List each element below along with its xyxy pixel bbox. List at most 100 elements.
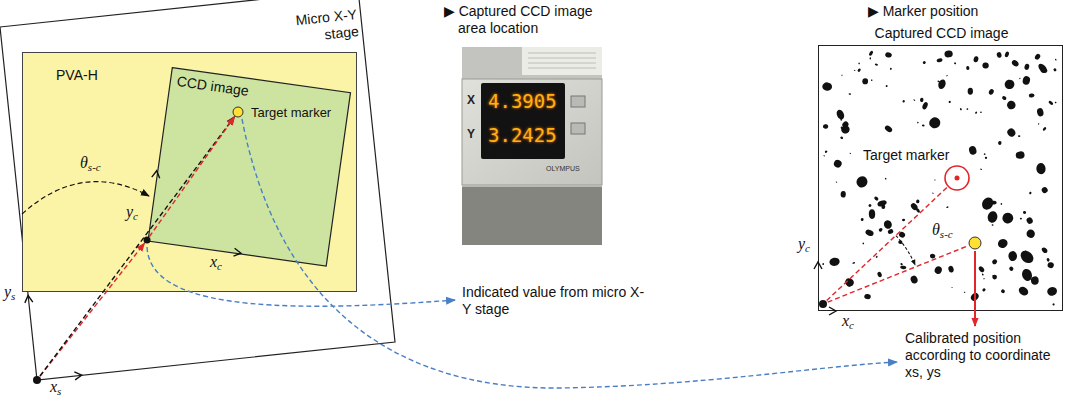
axis-label: yc (798, 236, 810, 254)
particle (998, 141, 1002, 145)
particle (857, 68, 861, 72)
sticker-line (528, 63, 596, 64)
particle (968, 88, 973, 95)
particle (1028, 272, 1030, 274)
particle (861, 218, 864, 221)
outline-path (148, 68, 351, 266)
particle (954, 62, 957, 65)
particle (1055, 58, 1057, 60)
particle (975, 111, 978, 114)
node-text: Micro X-Y stage (286, 6, 359, 47)
origin-dot (819, 300, 827, 308)
particle (1036, 163, 1046, 175)
particle (878, 227, 883, 232)
particle (854, 70, 856, 71)
particle (985, 157, 987, 159)
particle (833, 159, 843, 169)
particle (913, 99, 915, 101)
particle (823, 124, 829, 129)
ccd-particles (822, 50, 1058, 306)
particle (1006, 127, 1017, 138)
particle (862, 78, 868, 84)
particle (1036, 107, 1044, 117)
particle (840, 126, 843, 129)
axis-arrow (814, 262, 822, 269)
leader-curve (147, 247, 455, 306)
node-text: PVA-H (56, 67, 98, 84)
particle (1015, 151, 1024, 159)
particle (996, 52, 1002, 59)
leader-curve (242, 119, 897, 388)
particle (946, 206, 949, 208)
particle (947, 53, 949, 55)
photo-ground (462, 47, 602, 245)
axis-label: xs (50, 379, 61, 397)
particle (1004, 79, 1016, 90)
axis-arrow (74, 372, 81, 380)
particle (1029, 93, 1035, 98)
particle (936, 58, 943, 63)
readout-digits: 4.3905 (488, 90, 557, 113)
device-button (571, 123, 585, 134)
particle (840, 136, 844, 140)
annotation: Calibrated position according to coordin… (905, 330, 1057, 380)
particle (968, 145, 978, 156)
particle (981, 273, 983, 276)
particle (1055, 102, 1057, 104)
angle-label: θs-c (80, 155, 101, 173)
particle (1042, 127, 1047, 132)
particle (885, 85, 888, 88)
readout-digits: 3.2425 (488, 124, 557, 147)
particle (902, 100, 905, 103)
particle (900, 263, 903, 266)
particle (991, 258, 998, 265)
particle (840, 191, 846, 198)
axis-arrow (152, 171, 160, 178)
device-base (462, 185, 602, 245)
particle (930, 254, 936, 259)
particle (1020, 218, 1022, 220)
particle (988, 88, 995, 95)
particle (1046, 286, 1058, 297)
particle (970, 152, 972, 154)
axis-arrow (829, 307, 836, 315)
particle (1025, 228, 1037, 240)
particle (1037, 62, 1049, 74)
particle (1006, 100, 1016, 110)
particle (1034, 53, 1041, 61)
outline-shape (148, 67, 351, 267)
particle (858, 62, 860, 64)
particle (917, 122, 919, 124)
particle (835, 109, 845, 121)
particle (868, 203, 872, 207)
particle (900, 265, 906, 269)
target-marker-ring (945, 166, 969, 190)
particle (1022, 75, 1031, 85)
node-text: ▶ Captured CCD image area location (444, 3, 614, 37)
callout-arrow (974, 251, 976, 326)
particle (883, 219, 893, 230)
particle (937, 78, 947, 90)
particle (841, 74, 842, 76)
particle (1025, 216, 1033, 225)
node-text: Target marker (863, 147, 949, 164)
particle (884, 124, 894, 133)
particle (966, 108, 968, 110)
particle (983, 278, 985, 279)
particle (1006, 212, 1010, 216)
position-vector (40, 117, 234, 376)
particle (822, 263, 824, 265)
particle (991, 224, 993, 226)
particle (948, 100, 951, 103)
particle (1004, 51, 1010, 58)
particle (996, 237, 1009, 249)
readout-axis-letter: X (467, 93, 475, 107)
particle (885, 178, 887, 180)
angle-arc (22, 182, 149, 214)
particle (946, 75, 948, 77)
particle (932, 192, 934, 194)
particle (980, 111, 982, 113)
axis-label: xc (842, 313, 854, 331)
axis-label: ys (4, 284, 15, 302)
axis-label: yc (126, 204, 138, 222)
